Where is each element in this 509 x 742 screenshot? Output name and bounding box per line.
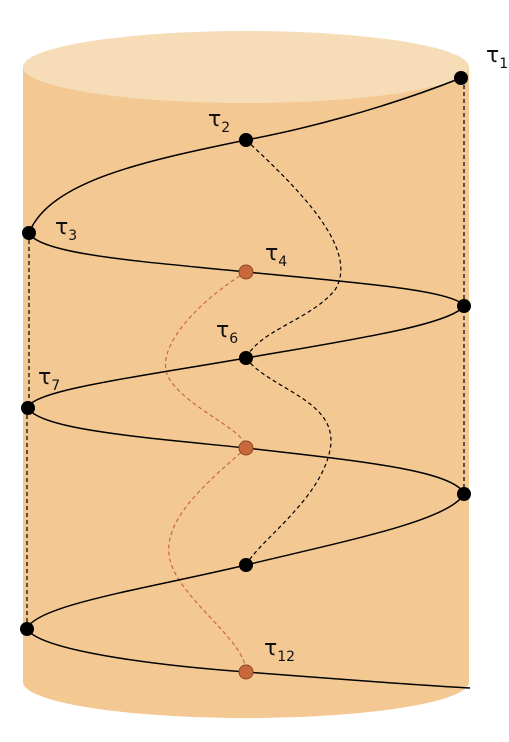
label-t12: τ12 bbox=[264, 636, 295, 665]
label-t3: τ3 bbox=[55, 215, 77, 244]
label-t2: τ2 bbox=[208, 107, 230, 136]
node-t10 bbox=[239, 558, 253, 572]
back-dashed-curve-lower bbox=[168, 447, 247, 673]
node-t4 bbox=[238, 264, 254, 280]
node-t5 bbox=[457, 299, 471, 313]
label-t4: τ4 bbox=[265, 241, 287, 270]
label-t6: τ6 bbox=[216, 318, 238, 347]
node-t6 bbox=[239, 351, 253, 365]
label-t7: τ7 bbox=[38, 365, 60, 394]
back-dashed-curve-upper bbox=[164, 271, 247, 449]
cylinder-body bbox=[23, 67, 469, 718]
node-t7 bbox=[21, 401, 35, 415]
cylinder-top bbox=[23, 31, 469, 103]
node-t9 bbox=[457, 487, 471, 501]
node-t3 bbox=[22, 226, 36, 240]
node-t11 bbox=[20, 622, 34, 636]
label-t1: τ1 bbox=[486, 43, 508, 72]
node-t8 bbox=[238, 440, 254, 456]
front-dashed-curve-2 bbox=[245, 357, 332, 566]
node-t12 bbox=[238, 664, 254, 680]
node-t2 bbox=[239, 133, 253, 147]
node-t1 bbox=[454, 71, 468, 85]
